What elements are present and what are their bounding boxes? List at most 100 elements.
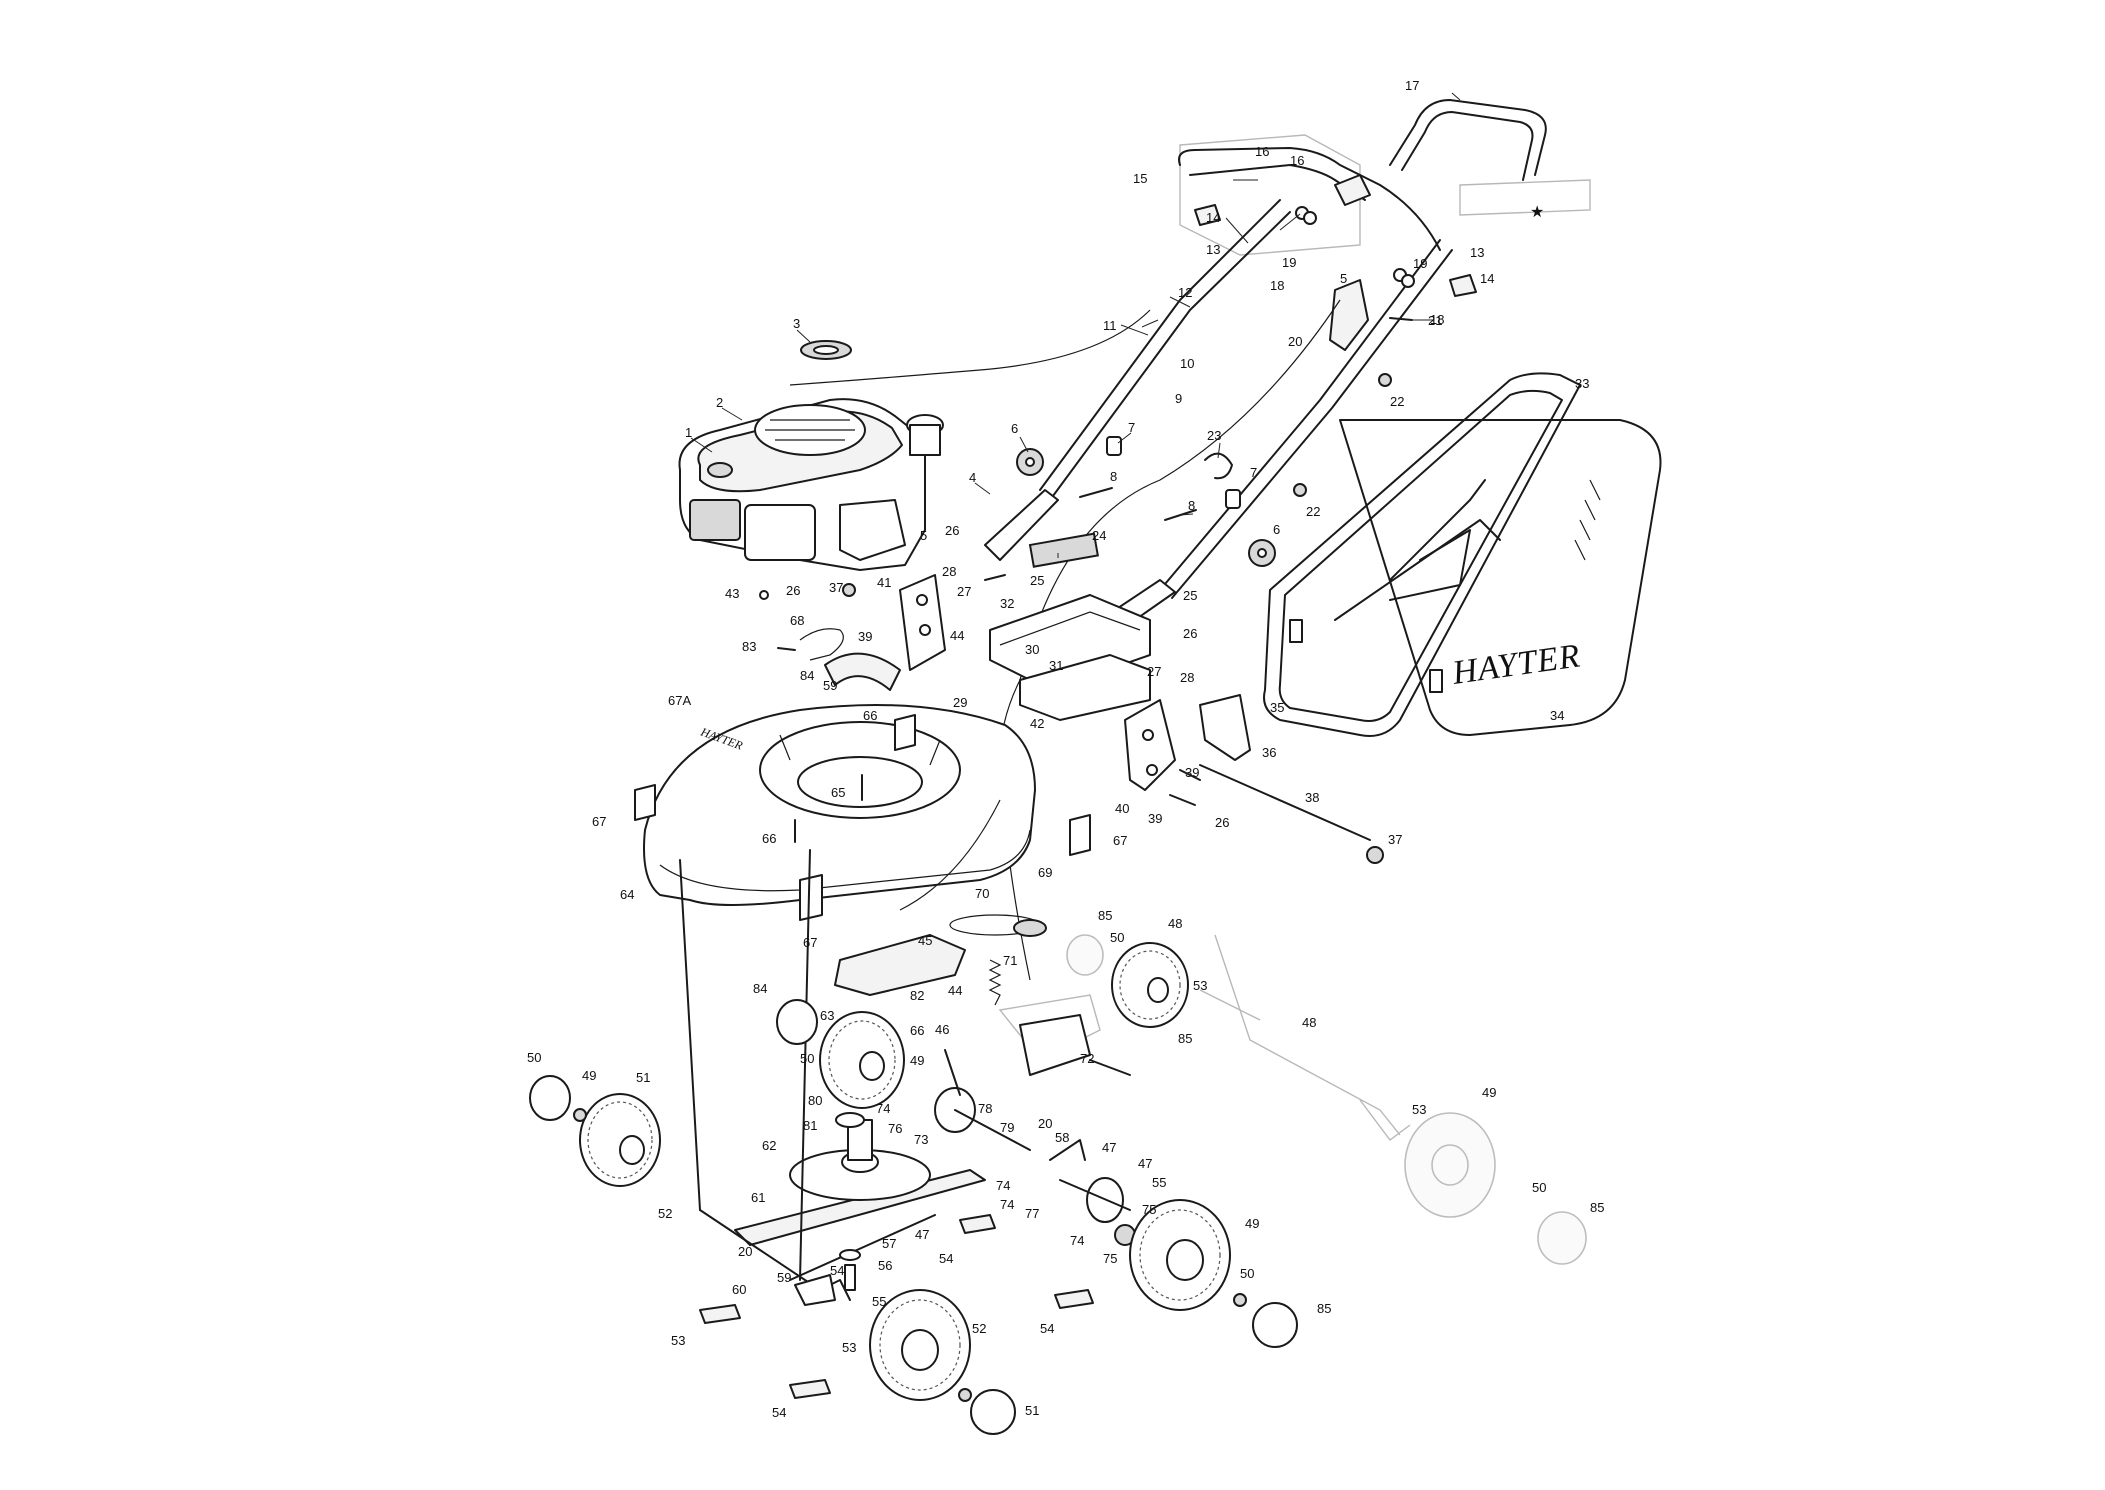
callout-19-right: 19 [1413, 256, 1427, 271]
callout-84-lower: 84 [800, 668, 814, 683]
callout-49-rearleft: 49 [910, 1053, 924, 1068]
callout-60: 59 [823, 678, 837, 693]
callout-47-front: 47 [915, 1227, 929, 1242]
callout-61: 60 [732, 1282, 746, 1297]
callout-30: 30 [1025, 642, 1039, 657]
callout-50-roller: 50 [1532, 1180, 1546, 1195]
callout-49-rearright: 49 [1245, 1216, 1259, 1231]
callout-71: 70 [975, 886, 989, 901]
callout-64: 63 [820, 1008, 834, 1023]
callout-25-right: 25 [1183, 588, 1197, 603]
callout-53-front: 53 [842, 1340, 856, 1355]
callout-16-right: 16 [1290, 153, 1304, 168]
callout-4: 4 [969, 470, 976, 485]
callout-85-upper: 85 [1098, 908, 1112, 923]
grass-collector: HAYTER [1263, 372, 1662, 737]
callout-6-right: 6 [1273, 522, 1280, 537]
callout-48-roller: 48 [1302, 1015, 1316, 1030]
callout-37-upper: 37 [829, 580, 843, 595]
callout-66-left: 66 [762, 831, 776, 846]
callout-54-b: 54 [939, 1251, 953, 1266]
callout-42: 42 [1030, 716, 1044, 731]
callout-52-right: 52 [972, 1321, 986, 1336]
callout-67a: 67 [1113, 833, 1127, 848]
callout-20-drive: 20 [1038, 1116, 1052, 1131]
callout-53-roller: 53 [1412, 1102, 1426, 1117]
callout-72: 71 [1003, 953, 1017, 968]
callout-20-front: 20 [738, 1244, 752, 1259]
callout-50-upper: 50 [1110, 930, 1124, 945]
callout-79: 78 [978, 1101, 992, 1116]
engine [678, 340, 944, 571]
star-symbol: ★ [1530, 204, 1544, 221]
callout-13-right: 13 [1470, 245, 1484, 260]
callout-59-right: 58 [1055, 1130, 1069, 1145]
callout-78: 77 [1025, 1206, 1039, 1221]
skid-54b [959, 1214, 996, 1234]
callout-85-left: 84 [753, 981, 767, 996]
callout-76: 75 [1103, 1251, 1117, 1266]
callout-26-upper: 26 [945, 523, 959, 538]
callout-75-right: 75 [1142, 1202, 1156, 1217]
callout-26-right: 26 [1183, 626, 1197, 641]
callout-58: 57 [882, 1236, 896, 1251]
callout-49-roller: 49 [1482, 1085, 1496, 1100]
callout-26-mid: 26 [786, 583, 800, 598]
callout-31: 31 [1049, 658, 1063, 673]
callout-28-right: 28 [1180, 670, 1194, 685]
skid-54a [699, 1304, 741, 1324]
callout-70: 69 [1038, 865, 1052, 880]
callout-49-upper: 48 [1168, 916, 1182, 931]
callout-65: 64 [620, 887, 634, 902]
callout-2: 2 [716, 395, 723, 410]
callout-46: 46 [935, 1022, 949, 1037]
callout-5-handle: 5 [1340, 271, 1347, 286]
wheel-rear-left-49 [776, 999, 905, 1109]
callout-62: 61 [751, 1190, 765, 1205]
callout-54-d: 54 [772, 1405, 786, 1420]
height-adjust-plate [759, 532, 1384, 864]
callout-86: 85 [1178, 1031, 1192, 1046]
mower-deck: HAYTER [634, 704, 1091, 921]
callout-80: 79 [1000, 1120, 1014, 1135]
callout-26-lower: 26 [1215, 815, 1229, 830]
wheel-front-left-52 [529, 1075, 661, 1187]
callout-74-d: 74 [1000, 1197, 1014, 1212]
callout-52-left: 51 [636, 1070, 650, 1085]
callout-67-left: 67 [592, 814, 606, 829]
callout-74-a: 73 [914, 1132, 928, 1147]
callout-12: 12 [1178, 285, 1192, 300]
callout-85-roller: 85 [1590, 1200, 1604, 1215]
callout-83: 82 [910, 988, 924, 1003]
callout-labels: 1 2 3 4 5 5 6 6 7 7 8 8 9 10 11 12 13 13… [527, 78, 1604, 1420]
callout-74-c: 74 [1070, 1233, 1084, 1248]
callout-25-left: 25 [1030, 573, 1044, 588]
callout-35: 35 [1270, 700, 1284, 715]
callout-53-left: 52 [658, 1206, 672, 1221]
callout-53-upper: 53 [1193, 978, 1207, 993]
star-knob-6-right [1248, 539, 1276, 567]
callout-66-drive: 66 [910, 1023, 924, 1038]
callout-81: 80 [808, 1093, 822, 1108]
callout-22-upper: 22 [1390, 394, 1404, 409]
wheel-mid-49-upper [1066, 934, 1189, 1028]
callout-14-left: 14 [1206, 210, 1220, 225]
callout-11: 11 [1103, 318, 1117, 333]
callout-55-front: 54 [830, 1263, 844, 1278]
callout-16-left: 16 [1255, 144, 1269, 159]
callout-40: 40 [1115, 801, 1129, 816]
callout-24: 24 [1092, 528, 1106, 543]
callout-17: 17 [1405, 78, 1419, 93]
callout-44-upper: 44 [950, 628, 964, 643]
callout-55-right: 55 [1152, 1175, 1166, 1190]
callout-77: 76 [888, 1121, 902, 1136]
callout-36: 36 [1262, 745, 1276, 760]
wheel-rear-right-49 [1129, 1199, 1298, 1348]
callout-41: 41 [877, 575, 891, 590]
callout-50-rearright: 50 [1240, 1266, 1254, 1281]
callout-6-left: 6 [1011, 421, 1018, 436]
callout-19-left: 19 [1282, 255, 1296, 270]
callout-20-handle: 20 [1288, 334, 1302, 349]
callout-29: 29 [953, 695, 967, 710]
callout-13-left: 13 [1206, 242, 1220, 257]
